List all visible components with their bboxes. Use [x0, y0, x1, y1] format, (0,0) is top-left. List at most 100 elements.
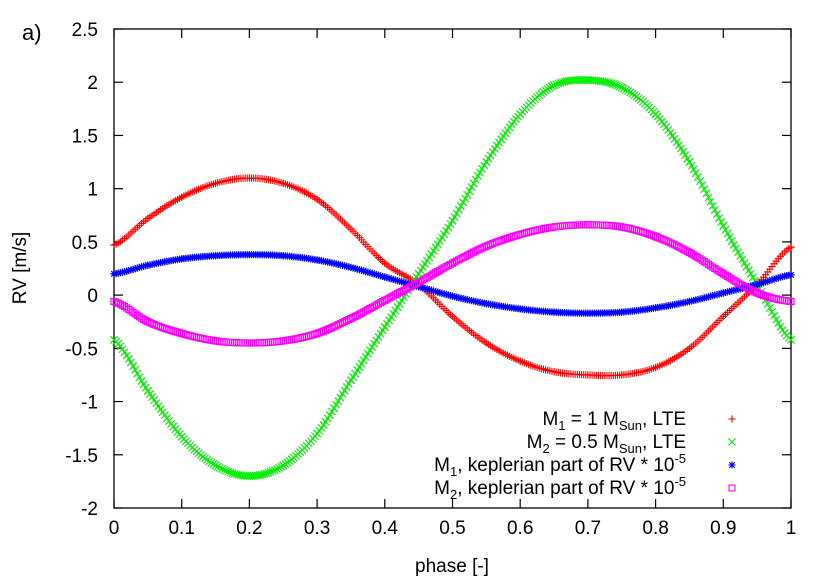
data-point-interp — [351, 264, 359, 273]
data-point-interp — [706, 197, 715, 206]
x-axis-label: phase [-] — [415, 556, 489, 577]
data-point-interp — [459, 198, 468, 207]
data-point-interp — [135, 263, 143, 272]
data-point-interp — [753, 280, 761, 289]
data-point-interp — [719, 221, 728, 230]
data-point-interp — [266, 467, 275, 476]
data-point-interp — [736, 251, 745, 260]
data-point-interp — [211, 461, 220, 470]
series-1 — [110, 174, 795, 380]
data-point-interp — [444, 291, 452, 299]
data-point-interp — [436, 289, 444, 297]
data-point-interp — [723, 229, 732, 238]
data-point-interp — [707, 292, 715, 300]
data-point-interp — [768, 276, 776, 284]
data-point-interp — [448, 216, 457, 225]
data-point-interp — [567, 221, 575, 229]
legend-label-series-1: M1 = 1 MSun, LTE — [542, 409, 686, 433]
data-point-interp — [601, 221, 609, 229]
data-point-interp — [721, 225, 730, 234]
data-point-interp — [454, 205, 463, 214]
data-point-interp — [417, 277, 425, 285]
data-point-interp — [725, 233, 734, 242]
data-point-interp — [473, 172, 482, 181]
data-point-interp — [235, 339, 243, 347]
data-point-interp — [137, 376, 146, 385]
data-point-interp — [429, 270, 438, 278]
data-point-interp — [362, 267, 370, 276]
x-tick-label: 0.7 — [575, 518, 601, 539]
legend-label-series-4: M2, keplerian part of RV * 10-5 — [434, 474, 686, 502]
data-point-interp — [349, 264, 357, 272]
y-tick-label: -1.5 — [65, 446, 98, 467]
data-point-interp — [327, 407, 336, 416]
data-point-interp — [241, 339, 249, 347]
data-point-interp — [231, 339, 239, 347]
data-point-interp — [233, 339, 241, 347]
data-point-interp — [611, 80, 620, 89]
data-point-interp — [239, 339, 247, 347]
data-point-interp — [131, 365, 140, 374]
data-point-interp — [734, 248, 743, 257]
data-point-interp — [402, 279, 410, 287]
data-point-interp — [427, 271, 435, 279]
y-tick-label: 1 — [87, 180, 98, 201]
x-tick-label: 0.5 — [439, 518, 465, 539]
data-point-interp — [615, 82, 624, 91]
data-point-interp — [247, 339, 256, 347]
data-point-interp — [237, 339, 245, 347]
data-point-interp — [766, 276, 774, 285]
data-point-interp — [727, 237, 736, 245]
data-point-interp — [224, 467, 233, 476]
data-point-interp — [372, 270, 380, 279]
data-point-interp — [334, 397, 343, 406]
data-point-interp — [215, 463, 224, 472]
data-point-interp — [254, 339, 262, 347]
y-tick-label: 1.5 — [72, 126, 98, 147]
data-point-interp — [712, 210, 721, 219]
data-point-interp — [704, 193, 713, 202]
x-tick-label: 0.4 — [372, 518, 399, 539]
legend-marker-series-3 — [728, 461, 736, 469]
data-point-interp — [772, 274, 780, 283]
data-point-interp — [398, 278, 406, 286]
data-point-interp — [129, 265, 137, 273]
data-point-interp — [696, 177, 705, 186]
data-point-interp — [353, 265, 361, 273]
data-point-interp — [588, 221, 596, 229]
data-point-interp — [360, 267, 368, 275]
data-point-interp — [387, 275, 395, 283]
data-point-interp — [129, 362, 138, 371]
data-point-interp — [332, 400, 341, 409]
data-point-interp — [704, 293, 713, 301]
data-point — [584, 221, 592, 229]
data-point-interp — [368, 269, 376, 277]
data-point-interp — [243, 339, 251, 347]
data-point-interp — [687, 161, 696, 170]
series-3 — [110, 251, 795, 317]
x-tick-label: 0.8 — [642, 518, 668, 539]
data-point-interp — [708, 201, 717, 210]
data-point-interp — [764, 277, 772, 285]
data-point-interp — [748, 273, 757, 282]
data-point-interp — [425, 272, 433, 280]
data-point-interp — [410, 281, 419, 289]
data-point-interp — [408, 281, 416, 289]
data-point-interp — [370, 270, 378, 278]
data-point-interp — [617, 83, 626, 92]
data-point-interp — [264, 338, 272, 346]
data-point-interp — [374, 271, 383, 279]
data-point-interp — [393, 277, 402, 285]
data-point-interp — [787, 271, 795, 279]
data-point-interp — [376, 272, 385, 280]
data-point-interp — [463, 190, 472, 199]
data-point-interp — [429, 287, 438, 295]
data-point-interp — [584, 221, 592, 229]
data-point-interp — [738, 255, 747, 264]
data-point-interp — [691, 169, 700, 178]
data-point-interp — [379, 272, 387, 281]
data-point-interp — [419, 284, 427, 292]
data-point-interp — [597, 221, 605, 229]
data-point-interp — [383, 274, 391, 282]
